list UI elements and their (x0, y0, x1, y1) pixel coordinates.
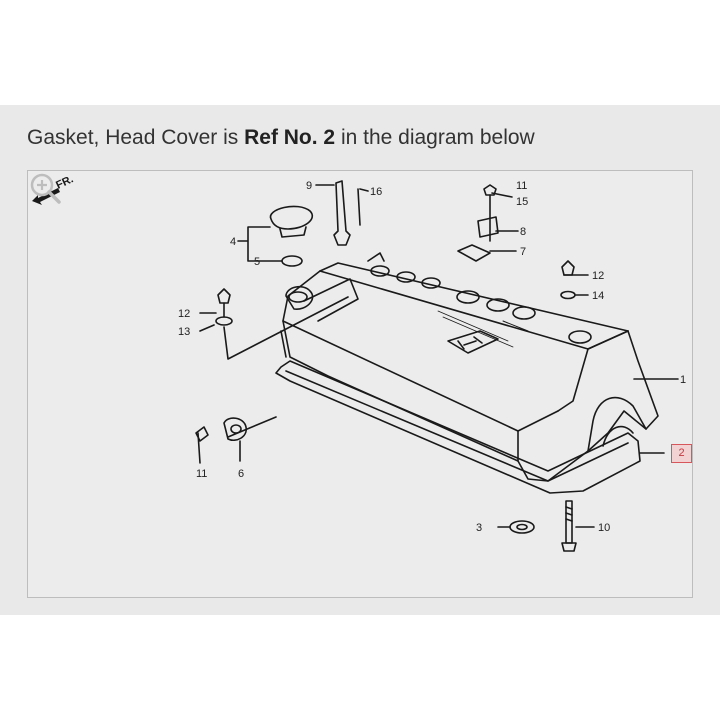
callout-label: 8 (520, 226, 526, 238)
front-direction-arrow-icon: FR. (32, 173, 75, 205)
highlighted-ref-2[interactable]: 2 (671, 444, 692, 463)
callout-label: 16 (370, 186, 382, 198)
callout-label: 15 (516, 196, 528, 208)
callout-label: 4 (230, 236, 236, 248)
zoom-in-icon[interactable] (28, 171, 62, 205)
callout-label: 11 (516, 180, 527, 192)
callout-label: 11 (196, 468, 207, 480)
callout-label: 6 (238, 468, 244, 480)
ref-number: Ref No. 2 (244, 126, 336, 149)
page-title: Gasket, Head Cover is Ref No. 2 in the d… (27, 126, 535, 149)
head-cover-drawing: 9 16 11 15 8 7 4 5 12 14 12 13 1 11 6 3 … (178, 180, 686, 552)
callout-label: 12 (592, 270, 604, 282)
callout-label: 9 (306, 180, 312, 192)
callout-label: 12 (178, 308, 190, 320)
callout-label: 13 (178, 326, 190, 338)
parts-diagram[interactable]: 9 16 11 15 8 7 4 5 12 14 12 13 1 11 6 3 … (27, 170, 693, 598)
callout-label: 7 (520, 246, 526, 258)
callout-label: 10 (598, 522, 610, 534)
callout-label: 14 (592, 290, 604, 302)
callout-label: 3 (476, 522, 482, 534)
callout-label: 5 (254, 256, 260, 268)
callout-label: 1 (680, 374, 686, 386)
